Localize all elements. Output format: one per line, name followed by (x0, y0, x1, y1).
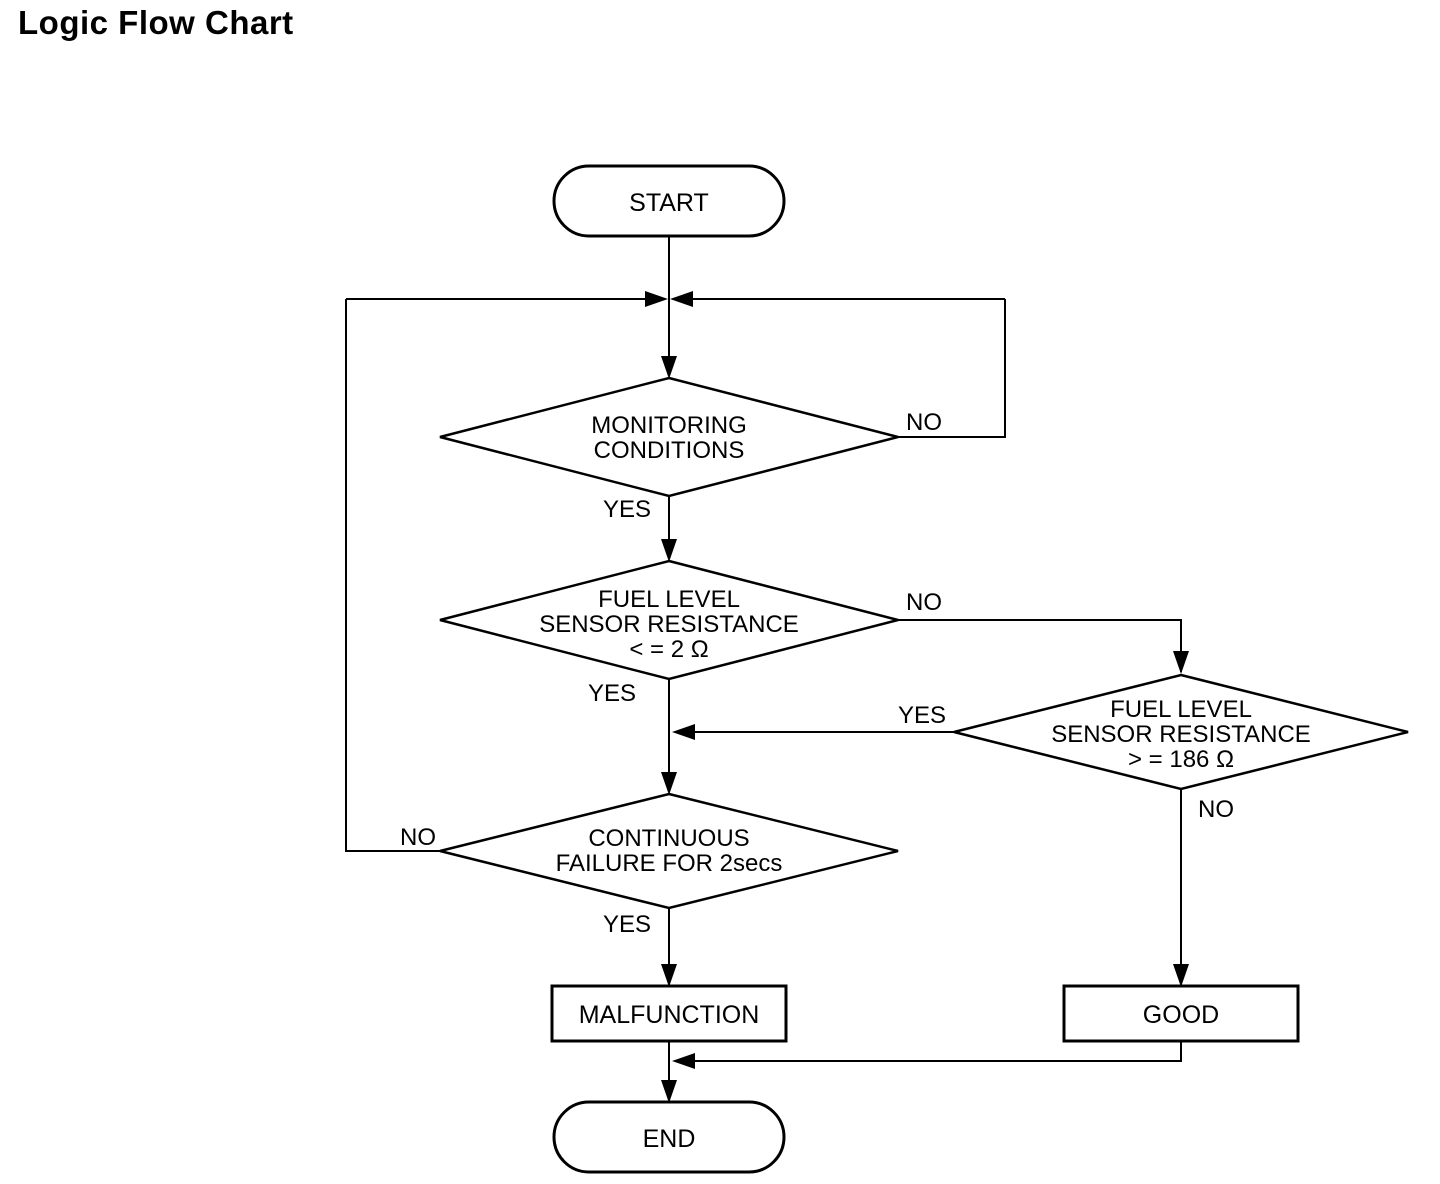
resistance-high-line1: FUEL LEVEL (1110, 696, 1252, 723)
edges (345, 236, 1182, 1100)
arrowhead-into-good (1173, 964, 1189, 987)
node-labels: START MONITORING CONDITIONS FUEL LEVEL S… (539, 189, 1311, 1153)
start-label: START (629, 189, 709, 217)
continuous-failure-line2: FAILURE FOR 2secs (556, 850, 783, 877)
edge-labels: NO YES NO YES YES NO NO YES (400, 409, 1234, 938)
resistance-low-line2: SENSOR RESISTANCE (539, 611, 799, 638)
edge-continuous-failure-no-loop (345, 299, 440, 852)
arrowhead-good-join (672, 1053, 695, 1069)
monitoring-conditions-line2: CONDITIONS (594, 437, 745, 464)
monitoring-no-label: NO (906, 409, 942, 436)
good-node (1062, 984, 1300, 1043)
good-label: GOOD (1143, 1001, 1219, 1029)
arrowhead-junction-from-left (645, 291, 668, 307)
resistance-low-yes-label: YES (588, 680, 636, 707)
arrowhead-into-malfunction (661, 964, 677, 987)
continuous-failure-no-label: NO (400, 824, 436, 851)
arrowhead-into-resistance-low (661, 539, 677, 562)
edge-resistance-low-no (898, 619, 1182, 672)
resistance-high-line3: > = 186 Ω (1128, 746, 1234, 773)
arrowhead-into-continuous-failure (661, 772, 677, 795)
resistance-low-line3: < = 2 Ω (629, 636, 708, 663)
start-node (552, 164, 786, 238)
arrowhead-junction-from-right (670, 291, 693, 307)
end-node (552, 1100, 786, 1174)
arrowhead-resistance-high-yes-join (672, 724, 695, 740)
resistance-high-no-label: NO (1198, 796, 1234, 823)
resistance-low-decision (439, 559, 899, 681)
resistance-high-line2: SENSOR RESISTANCE (1051, 721, 1311, 748)
continuous-failure-decision (439, 792, 899, 910)
edge-good-to-end-join (678, 1041, 1182, 1062)
monitoring-yes-label: YES (603, 496, 651, 523)
continuous-failure-line1: CONTINUOUS (588, 825, 749, 852)
arrowheads (645, 291, 1189, 1103)
end-label: END (643, 1125, 696, 1153)
malfunction-node (550, 984, 788, 1043)
arrowhead-into-end (661, 1080, 677, 1103)
malfunction-label: MALFUNCTION (579, 1001, 760, 1029)
nodes (439, 164, 1409, 1174)
resistance-low-no-label: NO (906, 589, 942, 616)
resistance-low-line1: FUEL LEVEL (598, 586, 740, 613)
arrowhead-into-resistance-high (1173, 651, 1189, 674)
monitoring-conditions-line1: MONITORING (591, 412, 747, 439)
monitoring-conditions-decision (439, 376, 899, 498)
continuous-failure-yes-label: YES (603, 911, 651, 938)
resistance-high-yes-label: YES (898, 702, 946, 729)
page-title: Logic Flow Chart (18, 4, 294, 41)
arrowhead-into-monitoring (661, 356, 677, 379)
edge-monitoring-no-loop (898, 299, 1006, 438)
resistance-high-decision (953, 673, 1409, 791)
